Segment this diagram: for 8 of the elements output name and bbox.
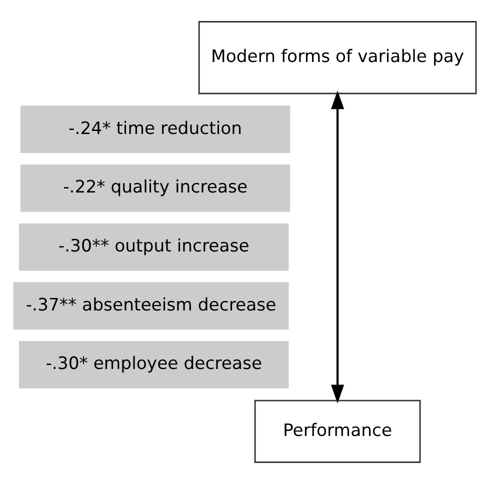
node-box: -.22* quality increase <box>20 164 290 212</box>
arrow <box>331 90 344 404</box>
node-box: -.30* employee decrease <box>19 341 289 388</box>
node-box: -.24* time reduction <box>20 106 290 154</box>
node-box: -.30** output increase <box>19 223 289 271</box>
node-box: -.37** absenteeism decrease <box>13 282 289 330</box>
node-box: Performance <box>254 400 421 463</box>
node-box: Modern forms of variable pay <box>198 21 477 94</box>
